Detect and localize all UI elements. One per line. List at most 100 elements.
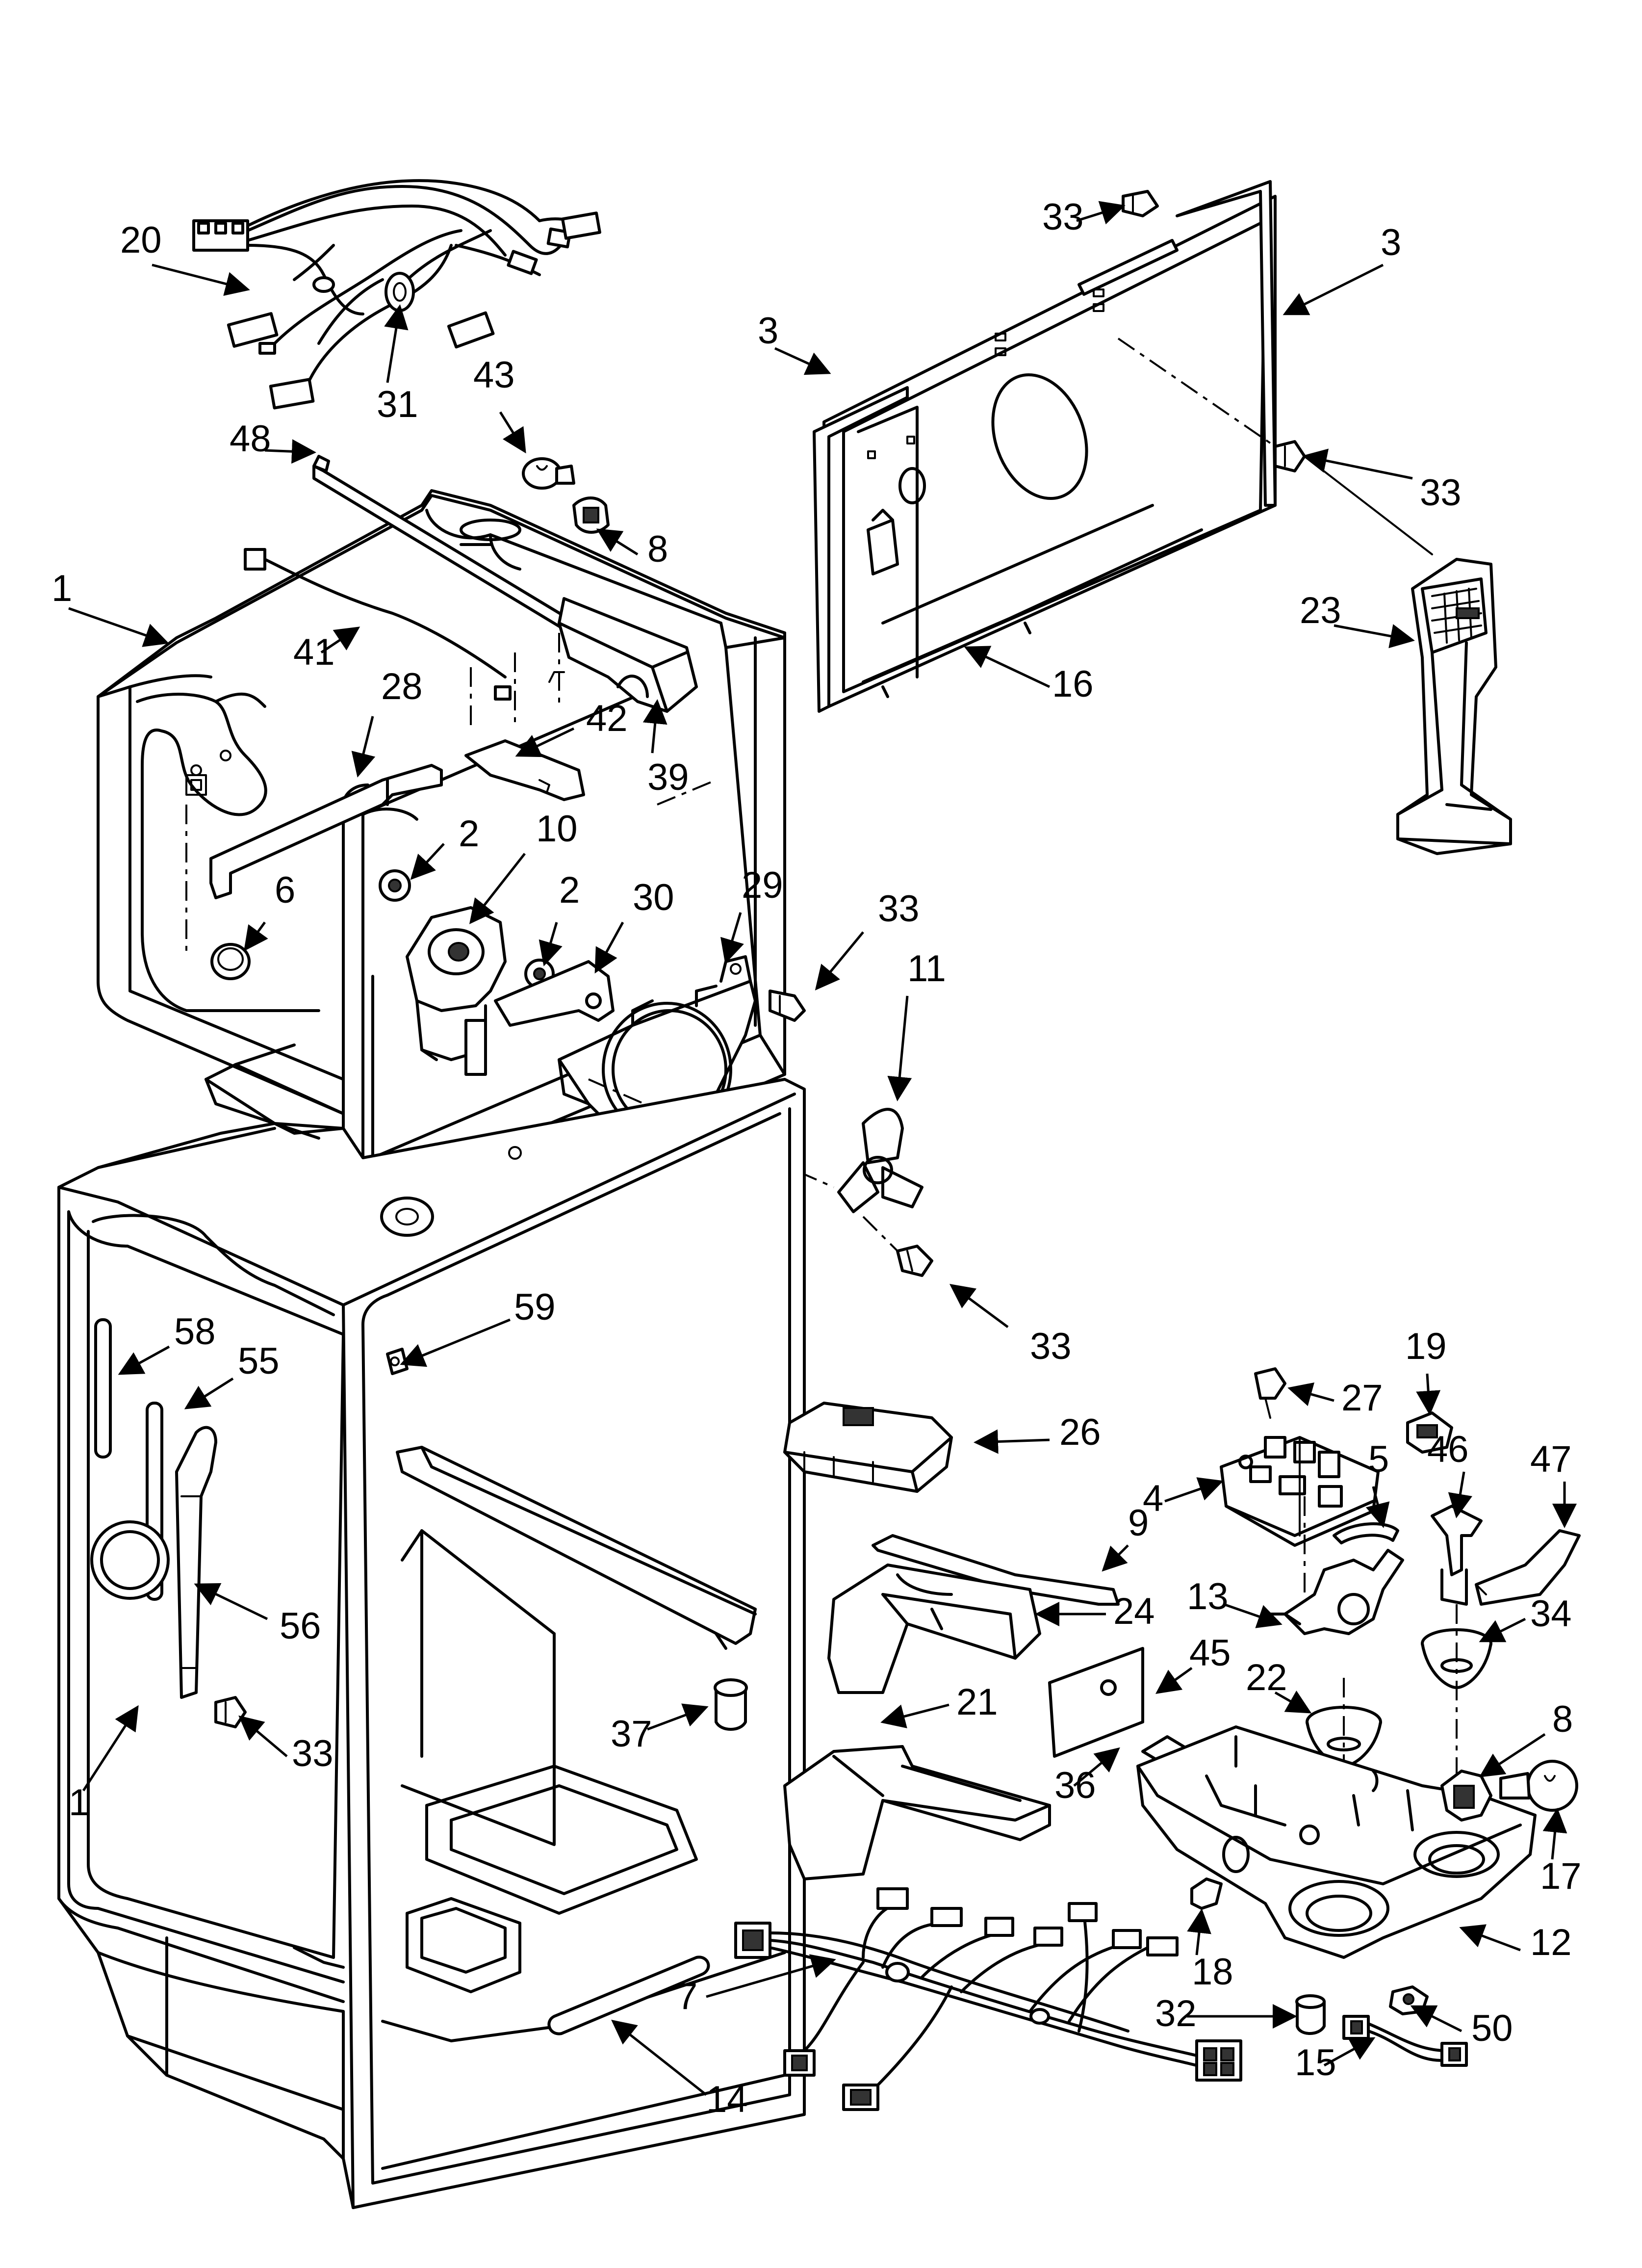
wire-15 — [1342, 2015, 1468, 2067]
part-number-33c: 33 — [1042, 196, 1084, 238]
part-number-48: 48 — [230, 418, 271, 460]
duct-39 — [558, 597, 698, 713]
part-number-50: 50 — [1471, 2007, 1513, 2049]
part-number-13: 13 — [1187, 1576, 1229, 1617]
part-number-32: 32 — [1155, 1993, 1197, 2034]
leader-arrow-36 — [1073, 1747, 1120, 1787]
tube-58 — [94, 1318, 112, 1459]
part-number-59: 59 — [514, 1286, 556, 1328]
part-number-33a: 33 — [878, 888, 920, 930]
leader-arrow-43 — [499, 411, 526, 454]
part-number-16: 16 — [1052, 663, 1094, 705]
part-number-41: 41 — [293, 631, 335, 673]
part-number-1b: 1 — [69, 1782, 89, 1824]
part-number-21: 21 — [956, 1681, 998, 1723]
tray-12 — [1136, 1725, 1537, 1959]
part-number-2b: 2 — [559, 869, 580, 911]
control-housing-23 — [1396, 558, 1512, 855]
tube-14 — [547, 1955, 710, 2035]
knob-6 — [210, 943, 251, 980]
leader-arrow-34 — [1479, 1617, 1526, 1642]
part-number-11: 11 — [907, 948, 946, 990]
leader-arrow-18 — [1187, 1908, 1211, 1955]
leader-arrow-33a — [815, 931, 864, 991]
leader-arrow-33d — [1302, 448, 1413, 480]
leader-arrow-58 — [118, 1345, 170, 1375]
leader-arrow-48 — [264, 439, 316, 464]
part-number-33b: 33 — [1030, 1326, 1072, 1367]
part-number-6: 6 — [275, 869, 295, 911]
part-number-22: 22 — [1246, 1657, 1287, 1698]
leader-arrow-1a — [68, 607, 169, 647]
plate-45 — [1048, 1647, 1144, 1758]
part-number-3b: 3 — [758, 310, 778, 352]
fan-motor-10 — [406, 906, 507, 1076]
leader-arrow-33b — [949, 1284, 1009, 1329]
part-number-17: 17 — [1540, 1855, 1582, 1897]
leader-arrow-13 — [1223, 1603, 1283, 1628]
leader-arrow-30 — [594, 921, 624, 974]
gasket-3-right — [1176, 180, 1277, 507]
leader-arrow-14 — [611, 2019, 707, 2096]
leader-arrow-19 — [1416, 1373, 1441, 1415]
part-number-26: 26 — [1059, 1411, 1101, 1453]
leader-arrow-6 — [244, 921, 268, 952]
part-number-31: 31 — [377, 384, 418, 425]
cover-26 — [783, 1402, 953, 1493]
screw-33d — [1117, 338, 1433, 555]
part-number-15: 15 — [1295, 2042, 1336, 2084]
cap-37 — [714, 1678, 748, 1731]
leader-arrow-2a — [410, 843, 445, 880]
part-number-30: 30 — [633, 877, 674, 918]
leader-arrow-42 — [515, 727, 575, 757]
leader-arrow-33e — [238, 1715, 288, 1757]
leader-arrow-3b — [774, 347, 831, 375]
part-number-8a: 8 — [647, 528, 668, 570]
part-number-33e: 33 — [292, 1733, 334, 1774]
leader-arrow-26 — [974, 1429, 1050, 1454]
part-number-33d: 33 — [1420, 472, 1462, 514]
strip-56 — [175, 1426, 217, 1699]
motor-bracket-30 — [494, 960, 615, 1027]
leader-arrow-8a — [596, 528, 639, 556]
lamp-socket-8-upper — [572, 496, 610, 534]
part-number-42: 42 — [586, 698, 628, 739]
screw-33e — [214, 1696, 247, 1728]
leader-arrow-1b — [82, 1705, 139, 1792]
rear-panel-16 — [822, 195, 1277, 708]
gasket-3-left — [813, 386, 909, 713]
leader-arrow-2b — [539, 922, 563, 966]
leader-arrow-10 — [469, 853, 526, 924]
part-number-43: 43 — [473, 354, 515, 396]
part-number-14: 14 — [706, 2079, 748, 2120]
part-number-7: 7 — [677, 1976, 697, 2017]
leader-arrow-46 — [1448, 1471, 1473, 1518]
leader-arrow-45 — [1155, 1667, 1193, 1694]
fan-blade-11 — [837, 1108, 924, 1213]
fresh-food-liner — [57, 1043, 806, 2209]
leader-arrow-20 — [152, 263, 250, 296]
wire-9 — [872, 1534, 1120, 1606]
leader-arrow-27 — [1287, 1382, 1334, 1407]
bracket-46 — [1431, 1505, 1483, 1606]
part-number-56: 56 — [280, 1605, 321, 1647]
leader-arrow-50 — [1410, 2005, 1462, 2033]
leader-arrow-22 — [1274, 1690, 1312, 1714]
part-number-10: 10 — [536, 808, 578, 850]
part-number-45: 45 — [1189, 1632, 1231, 1674]
leader-arrow-11 — [887, 995, 912, 1101]
leader-arrow-41 — [320, 626, 360, 654]
part-number-2a: 2 — [459, 813, 479, 855]
clip-5 — [1333, 1522, 1399, 1544]
leader-arrow-16 — [964, 646, 1051, 688]
leader-arrow-8b — [1479, 1733, 1546, 1777]
leader-arrow-59 — [400, 1318, 511, 1367]
damper-13 — [1269, 1496, 1404, 1635]
part-number-58: 58 — [174, 1311, 216, 1353]
gasket-3-top — [1078, 239, 1179, 296]
screw-33a — [769, 990, 806, 1022]
part-number-36: 36 — [1054, 1765, 1096, 1806]
callout-leaders — [68, 201, 1577, 2096]
light-bulb-17 — [1499, 1760, 1578, 1812]
leader-arrow-3a — [1283, 263, 1384, 315]
